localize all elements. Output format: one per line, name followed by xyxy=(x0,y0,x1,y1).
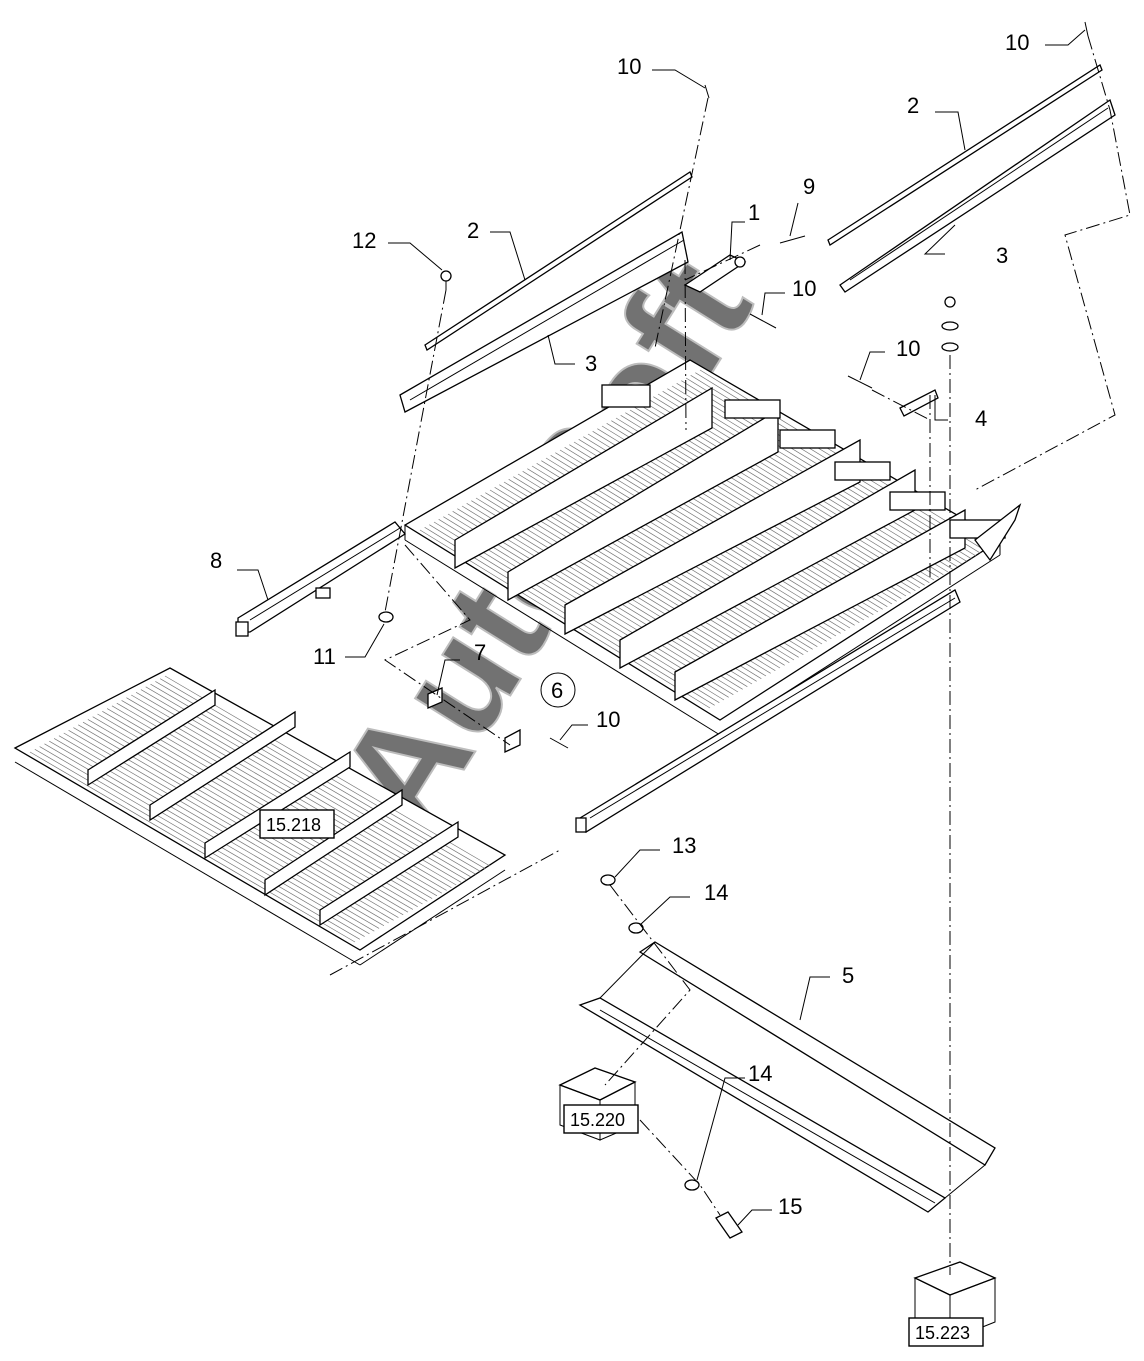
slat-line xyxy=(29,751,356,943)
part-3-right-plate xyxy=(839,98,1116,293)
callout-6-circle: 6 xyxy=(540,672,576,708)
part-10-bolts xyxy=(549,21,1089,749)
callout-11: 11 xyxy=(313,644,336,669)
callout-10: 10 xyxy=(596,707,620,732)
ref-label: 15.218 xyxy=(266,815,321,835)
part-2-right-strip xyxy=(827,64,1103,246)
callout-4: 4 xyxy=(975,406,987,431)
ref-box-15-223[interactable]: 15.223 xyxy=(908,1317,984,1347)
main-feeder-floor xyxy=(403,359,1022,833)
callout-13: 13 xyxy=(672,833,696,858)
callout-14: 14 xyxy=(748,1061,772,1086)
assembly-lines xyxy=(329,35,1131,1275)
callout-9: 9 xyxy=(803,174,815,199)
ref-box-15-218[interactable]: 15.218 xyxy=(259,809,335,839)
callout-10: 10 xyxy=(896,336,920,361)
callout-1: 1 xyxy=(748,200,760,225)
callout-2: 2 xyxy=(467,218,479,243)
extension-floor-assembly xyxy=(13,667,507,966)
callout-7: 7 xyxy=(474,640,486,665)
callout-10: 10 xyxy=(1005,30,1029,55)
callout-10: 10 xyxy=(792,276,816,301)
washer-stack xyxy=(941,296,959,352)
part-15-bolt xyxy=(715,1211,743,1239)
leader-lines xyxy=(237,29,1086,1226)
callout-3: 3 xyxy=(996,243,1008,268)
ref-label: 15.223 xyxy=(915,1323,970,1343)
part-7-plate xyxy=(427,687,443,709)
part-3-left-plate xyxy=(399,230,689,413)
callout-6: 6 xyxy=(551,678,563,703)
part-9-pin xyxy=(779,235,806,244)
part-12-screw xyxy=(440,270,452,290)
callout-15: 15 xyxy=(778,1194,802,1219)
callout-12: 12 xyxy=(352,228,376,253)
callout-14: 14 xyxy=(704,880,728,905)
callout-3: 3 xyxy=(585,351,597,376)
ref-box-15-220[interactable]: 15.220 xyxy=(563,1104,639,1134)
part-2-left-strip xyxy=(424,171,693,351)
part-5-angle xyxy=(578,941,996,1213)
part-11-washer xyxy=(378,611,394,623)
callout-5: 5 xyxy=(842,963,854,988)
part-4-clip xyxy=(899,389,939,417)
callout-10: 10 xyxy=(617,54,641,79)
part-13-nut xyxy=(600,874,616,886)
callout-8: 8 xyxy=(210,548,222,573)
part-8-side-rail xyxy=(235,521,406,637)
ref-label: 15.220 xyxy=(570,1110,625,1130)
part-6-plate xyxy=(504,728,521,754)
callout-2: 2 xyxy=(907,93,919,118)
callouts: 10 10 2 9 1 12 2 3 10 3 10 4 8 11 7 6 10… xyxy=(210,30,1029,1219)
part-1-bracket xyxy=(683,254,747,293)
